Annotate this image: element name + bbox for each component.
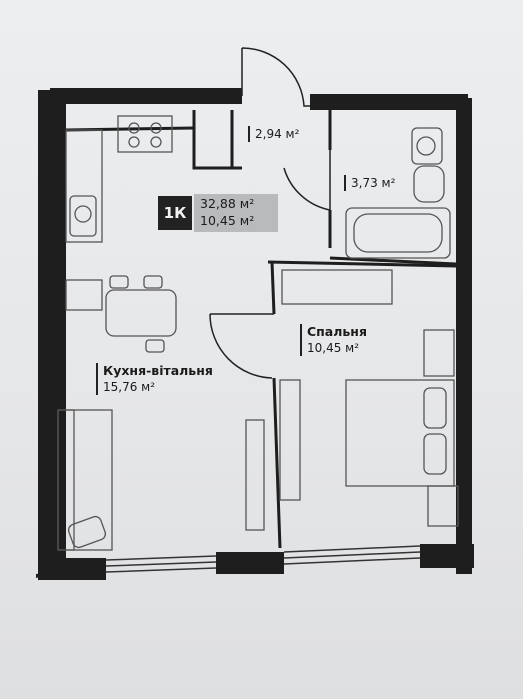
kitchen-living-area-label: 15,76 м² [103,380,156,394]
entrance-door [241,47,310,107]
stove-burner [150,122,162,134]
outer-wall-bottom-2 [216,552,284,574]
double-bed [345,379,455,487]
nightstand [423,329,455,377]
pillow [423,433,447,475]
bathroom-area-label: 3,73 м² [344,175,395,191]
interior-wall-bedroom-top [267,260,457,268]
kitchen-sink-drain [74,205,92,223]
dining-chair [145,339,165,353]
interior-wall-bedroom-left [270,261,282,549]
outer-wall-top-right [310,94,468,110]
pillow [423,387,447,429]
wardrobe [281,269,393,305]
bathroom-sink-bowl [416,136,436,156]
total-area-label: 32,88 м² [200,196,255,211]
bedroom-door [209,313,274,379]
outer-wall-bottom-1 [38,558,106,580]
dining-table [105,289,177,337]
bedroom-label-group: Спальня 10,45 м² [300,324,367,356]
dining-chair [109,275,129,289]
stove [117,115,173,153]
corridor-area-label: 2,94 м² [248,126,299,142]
kitchen-sink [69,195,97,237]
stove-burner [150,136,162,148]
window-kitchen [105,555,217,573]
nightstand [427,485,459,527]
bathroom-sink [411,127,443,165]
kitchen-counter [65,129,103,243]
bedroom-name-label: Спальня [307,324,367,339]
apartment-area-box: 32,88 м² 10,45 м² [194,194,278,232]
interior-wall-bath-bottom [329,256,457,266]
bathroom-door [283,150,331,211]
toilet [413,165,445,203]
window-bedroom [283,545,421,565]
outer-wall-top-left [50,88,242,104]
kitchen-living-label-group: Кухня-вітальня 15,76 м² [96,363,213,395]
apartment-type-badge: 1К [158,196,192,230]
stove-burner [128,136,140,148]
tv-stand-kitchen [245,419,265,531]
bedroom-area-label: 10,45 м² [307,341,360,355]
bathtub [345,207,451,259]
sofa-cushion [67,515,107,549]
outer-wall-left-main [38,90,54,578]
dining-chair [143,275,163,289]
stove-burner [128,122,140,134]
kitchen-cabinet-strip [65,279,103,311]
outer-wall-bottom-3 [420,544,474,568]
interior-wall-corridor [192,110,242,170]
sofa-back [57,409,75,551]
kitchen-living-name-label: Кухня-вітальня [103,363,213,378]
outer-wall-right [456,98,472,574]
bedroom-dresser [279,379,301,501]
bathtub-inner [353,213,443,253]
living-area-label: 10,45 м² [200,213,255,228]
